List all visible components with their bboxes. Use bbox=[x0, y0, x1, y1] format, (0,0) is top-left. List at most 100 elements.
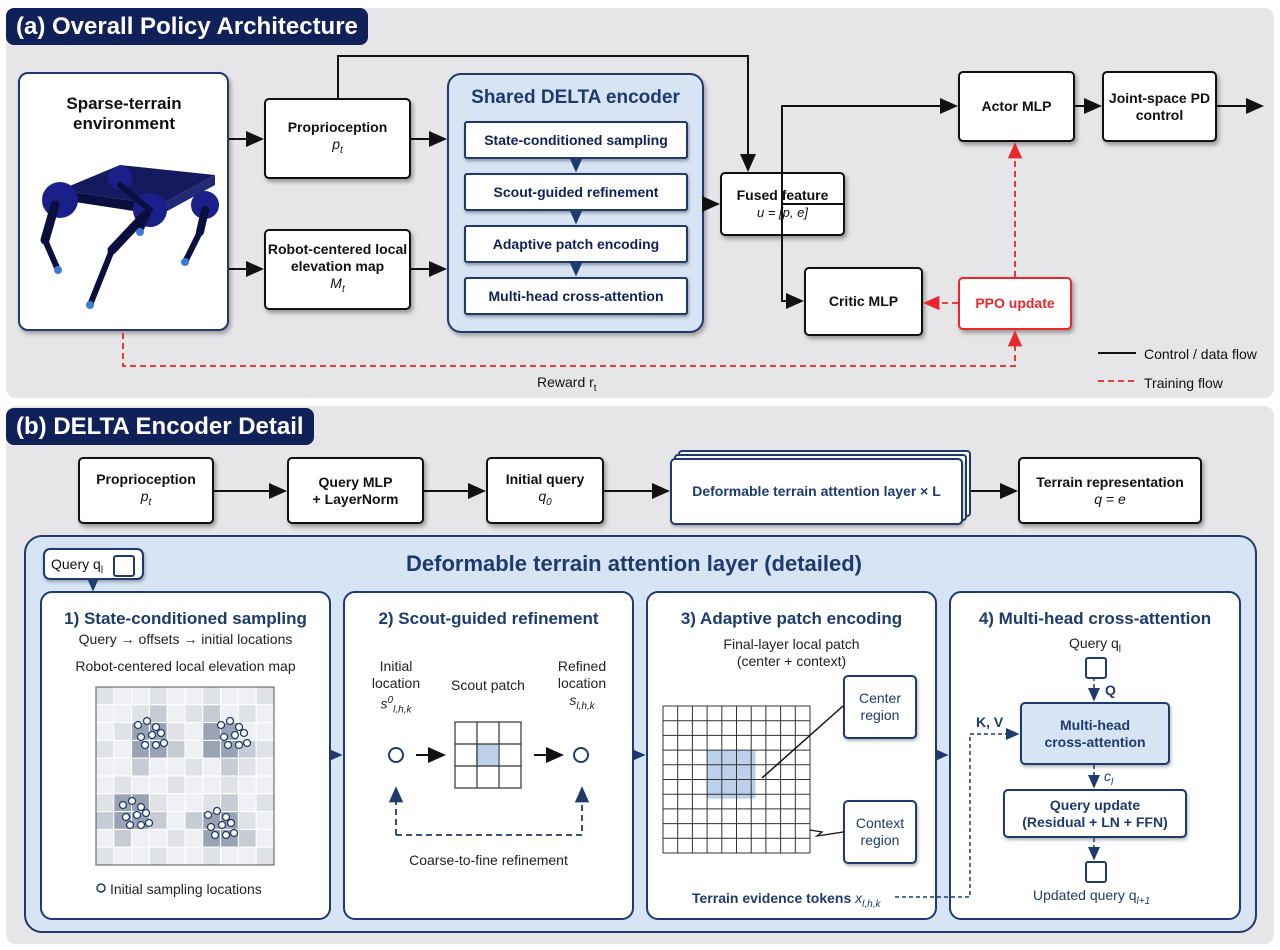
terrain-rep-box: Terrain representation q = e bbox=[1018, 457, 1202, 524]
step2-refined-sub: l,h,k bbox=[576, 700, 595, 712]
query-mlp-line2: + LayerNorm bbox=[312, 490, 399, 507]
encoder-step-attention: Multi-head cross-attention bbox=[464, 277, 688, 315]
context-region-line2: region bbox=[860, 832, 900, 848]
step3-tokens-text: Terrain evidence tokens bbox=[692, 890, 852, 906]
query-tag-label: Query ql bbox=[51, 556, 103, 576]
reward-text: Reward r bbox=[537, 374, 594, 390]
reward-label: Reward rt bbox=[537, 374, 597, 394]
step4-c-label: cl bbox=[1104, 768, 1113, 791]
mhca-box: Multi-head cross-attention bbox=[1020, 702, 1170, 765]
mhca-line2: cross-attention bbox=[1044, 733, 1146, 750]
center-region-line1: Center bbox=[858, 690, 902, 706]
initial-query-label: Initial query bbox=[505, 470, 585, 487]
query-update-box: Query update (Residual + LN + FFN) bbox=[1003, 789, 1187, 838]
step3-tokens-symbol: x bbox=[855, 890, 863, 906]
panel-a-title: (a) Overall Policy Architecture bbox=[6, 8, 368, 45]
step2-initial-line2: location bbox=[371, 675, 421, 691]
step2-initial-symbol: s0l,h,k bbox=[356, 692, 436, 718]
elevation-map-sub: t bbox=[341, 283, 345, 295]
step2-initial-sup: 0 bbox=[387, 695, 394, 706]
initial-query-sub: 0 bbox=[546, 496, 552, 508]
step2-refined-symbol: sl,h,k bbox=[542, 692, 622, 715]
step1-title: 1) State-conditioned sampling bbox=[64, 609, 307, 628]
initial-query-box: Initial query q0 bbox=[486, 457, 604, 524]
step4-kv-label: K, V bbox=[976, 714, 1004, 730]
step4-c-sub: l bbox=[1111, 776, 1114, 788]
encoder-step-refinement: Scout-guided refinement bbox=[464, 173, 688, 211]
query-tag-square bbox=[113, 555, 135, 577]
step4-updated-text: Updated query q bbox=[1033, 887, 1137, 903]
step3-tokens: Terrain evidence tokens xl,h,k bbox=[692, 890, 880, 913]
step3-panel bbox=[646, 591, 937, 920]
step2-title: 2) Scout-guided refinement bbox=[378, 609, 599, 628]
elevation-map-grid bbox=[95, 686, 275, 866]
query-update-line2: (Residual + LN + FFN) bbox=[1022, 813, 1168, 830]
step1-subtitle: Query → offsets → initial locations bbox=[78, 631, 293, 647]
step3-title: 3) Adaptive patch encoding bbox=[680, 609, 903, 628]
step2-initial-sub: l,h,k bbox=[393, 704, 412, 716]
shared-encoder-title: Shared DELTA encoder bbox=[471, 87, 680, 108]
encoder-step-patch: Adaptive patch encoding bbox=[464, 225, 688, 263]
proprioception-label: Proprioception bbox=[287, 118, 388, 135]
step4-query-text: Query q bbox=[1068, 635, 1119, 651]
step4-query: Query ql bbox=[1063, 635, 1127, 658]
reward-sub: t bbox=[593, 382, 597, 394]
elevation-map-box: Robot-centered local elevation map Mt bbox=[264, 229, 411, 310]
pipe-proprioception-box: Proprioception pt bbox=[78, 457, 214, 524]
encoder-step-sampling: State-conditioned sampling bbox=[464, 121, 688, 159]
panel-b-title: (b) DELTA Encoder Detail bbox=[6, 408, 314, 445]
step3-patch-line2: (center + context) bbox=[736, 653, 847, 669]
pipe-proprioception-sub: t bbox=[148, 496, 152, 508]
query-update-line1: Query update bbox=[1049, 796, 1141, 813]
elevation-map-symbol: M bbox=[330, 275, 342, 292]
center-region-line2: region bbox=[860, 707, 900, 723]
step2-loop-label: Coarse-to-fine refinement bbox=[409, 852, 568, 868]
proprioception-box: Proprioception pt bbox=[264, 98, 411, 179]
critic-mlp-box: Critic MLP bbox=[804, 267, 923, 336]
step1-map-label: Robot-centered local elevation map bbox=[75, 658, 296, 674]
patch-grid bbox=[662, 705, 811, 854]
mhca-line1: Multi-head bbox=[1060, 716, 1130, 733]
context-region-box: Context region bbox=[843, 800, 917, 864]
step4-c-symbol: c bbox=[1104, 768, 1111, 784]
detail-title: Deformable terrain attention layer (deta… bbox=[406, 551, 862, 576]
step2-graphic bbox=[388, 721, 590, 836]
query-tag-sub: l bbox=[100, 564, 104, 576]
query-mlp-box: Query MLP + LayerNorm bbox=[287, 457, 424, 524]
pd-control-box: Joint-space PD control bbox=[1102, 71, 1217, 142]
center-region-box: Center region bbox=[843, 675, 917, 739]
step4-title: 4) Multi-head cross-attention bbox=[978, 609, 1212, 628]
step4-updated-square bbox=[1085, 861, 1107, 883]
proprioception-sub: t bbox=[340, 144, 343, 156]
initial-query-symbol: q bbox=[538, 487, 547, 504]
legend-sample-dot bbox=[96, 883, 106, 893]
step3-tokens-sub: l,h,k bbox=[862, 898, 881, 910]
step4-q-label: Q bbox=[1105, 682, 1116, 698]
query-mlp-line1: Query MLP bbox=[318, 473, 393, 490]
legend-training: Training flow bbox=[1144, 375, 1223, 391]
proprioception-symbol: p bbox=[332, 135, 340, 152]
terrain-rep-label: Terrain representation bbox=[1036, 473, 1184, 490]
ppo-update-box: PPO update bbox=[958, 277, 1072, 330]
pipe-proprioception-symbol: p bbox=[140, 487, 149, 504]
pipe-proprioception-label: Proprioception bbox=[96, 470, 196, 487]
elevation-map-label: Robot-centered local elevation map bbox=[267, 241, 408, 275]
step4-query-sub: l bbox=[1118, 643, 1122, 655]
terrain-rep-formula: q = e bbox=[1094, 490, 1126, 507]
legend-control: Control / data flow bbox=[1144, 346, 1257, 362]
step2-initial-line1: Initial bbox=[379, 658, 413, 674]
step4-query-square bbox=[1085, 657, 1107, 679]
step3-patch-line1: Final-layer local patch bbox=[723, 636, 860, 652]
step2-refined-s: s bbox=[569, 692, 577, 708]
query-tag-text: Query q bbox=[51, 556, 101, 572]
step1-legend: Initial sampling locations bbox=[110, 881, 262, 897]
step2-refined-line1: Refined bbox=[557, 658, 607, 674]
step4-updated: Updated query ql+1 bbox=[1033, 887, 1150, 910]
environment-title: Sparse-terrain environment bbox=[66, 94, 182, 133]
step2-refined-line2: location bbox=[557, 675, 607, 691]
attention-layer-box: Deformable terrain attention layer × L bbox=[670, 458, 963, 525]
actor-mlp-box: Actor MLP bbox=[958, 71, 1075, 142]
step2-initial-s: s bbox=[380, 695, 388, 712]
